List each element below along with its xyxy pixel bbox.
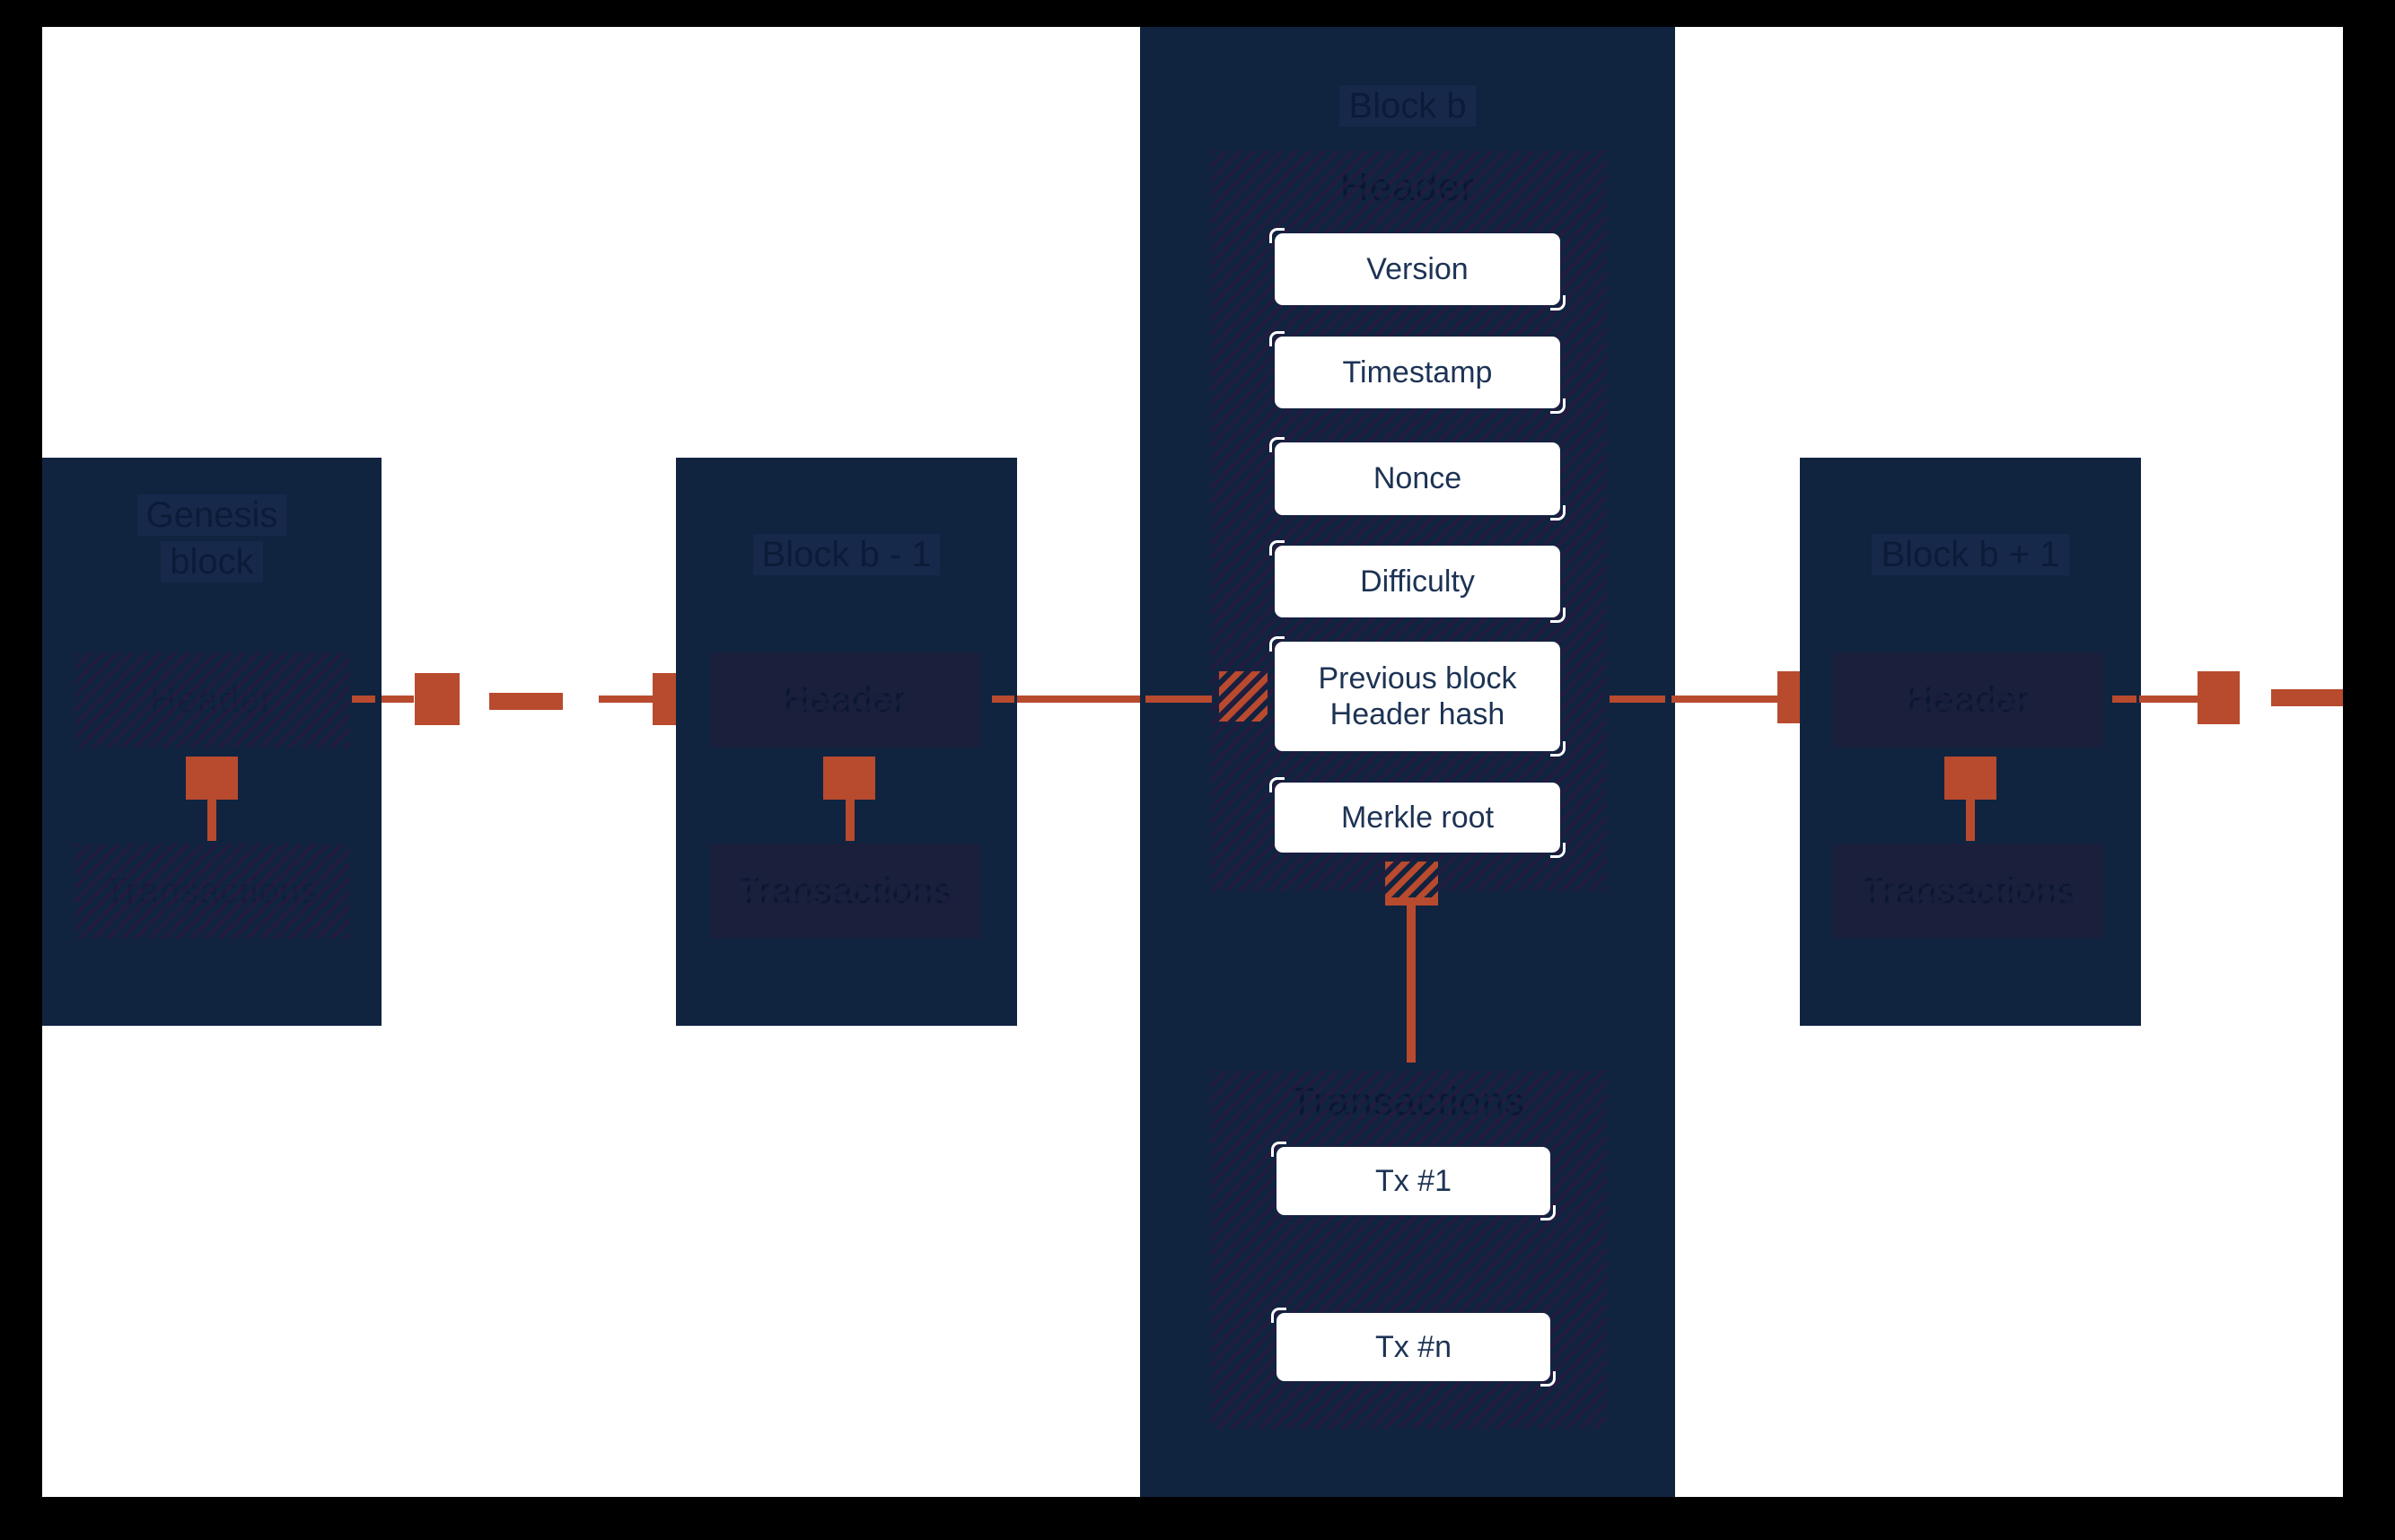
block-b-plus-1-title-text: Block b + 1 (1872, 534, 2069, 575)
link1-dash (352, 696, 375, 703)
link2-dash (992, 696, 1014, 703)
genesis-up-arrow-stem (207, 800, 216, 841)
field-prev-hash-line2: Header hash (1329, 697, 1505, 731)
block-b-plus-1-transactions: Transactions (1833, 844, 2104, 939)
block-b-minus-1-title-text: Block b - 1 (752, 534, 941, 575)
block-b-minus-1-title: Block b - 1 (676, 531, 1017, 578)
field-difficulty-label: Difficulty (1360, 564, 1475, 599)
field-nonce-label: Nonce (1373, 461, 1462, 496)
block-b-title-text: Block b (1339, 85, 1476, 127)
link4-thick-dash (2271, 689, 2343, 706)
link3-line (1671, 696, 1777, 703)
link1-head-outer (653, 673, 677, 725)
genesis-title: Genesis block (42, 492, 382, 585)
link3-head-outer (1777, 671, 1800, 723)
block-b-plus-1-header: Header (1833, 652, 2104, 748)
block-b-minus-1-up-arrow-head-icon (823, 757, 875, 800)
genesis-header-band: Header (75, 652, 349, 748)
tx-last-label: Tx #n (1374, 1329, 1452, 1364)
block-b-minus-1-up-arrow-stem (846, 800, 855, 841)
block-b-minus-1-header-label: Header (783, 679, 908, 720)
link4-line (2139, 696, 2198, 703)
genesis-transactions-label: Transactions (104, 871, 320, 911)
field-prev-hash-line1: Previous block (1318, 661, 1517, 696)
field-timestamp-label: Timestamp (1342, 354, 1493, 389)
tx-first-box: Tx #1 (1271, 1142, 1556, 1221)
link3-dash (1610, 696, 1665, 703)
link1-line2 (599, 696, 653, 703)
field-difficulty: Difficulty (1269, 540, 1566, 623)
tx-first-label: Tx #1 (1374, 1163, 1452, 1198)
link4-dash (2112, 696, 2136, 703)
link2-arrow-head-icon (1219, 671, 1268, 722)
merkle-arrow-head-bar (1385, 897, 1438, 906)
block-b-minus-1-transactions-label: Transactions (737, 871, 953, 911)
link2-line (1017, 696, 1140, 703)
field-merkle-root-label: Merkle root (1340, 800, 1495, 835)
link4-arrow-head-icon (2198, 671, 2240, 724)
field-version: Version (1269, 228, 1566, 311)
genesis-header-label: Header (150, 679, 274, 720)
tx-last-box: Tx #n (1271, 1308, 1556, 1387)
genesis-up-arrow-head-icon (186, 757, 238, 800)
block-b-header-label: Header (1140, 165, 1675, 210)
block-b-plus-1-transactions-label: Transactions (1861, 871, 2076, 911)
field-timestamp: Timestamp (1269, 331, 1566, 414)
link2-line2 (1145, 696, 1212, 703)
link1-thick-dash (489, 693, 563, 710)
field-prev-block-hash: Previous block Header hash (1269, 636, 1566, 757)
block-b-plus-1-title: Block b + 1 (1800, 531, 2141, 578)
merkle-arrow-stem (1407, 906, 1416, 1063)
block-b-title: Block b (1140, 83, 1675, 129)
block-b-minus-1-transactions: Transactions (710, 844, 980, 939)
link1-line (382, 696, 414, 703)
field-merkle-root: Merkle root (1269, 777, 1566, 858)
genesis-transactions-band: Transactions (75, 844, 349, 939)
merkle-arrow-head-icon (1385, 862, 1438, 899)
block-b-plus-1-up-arrow-stem (1966, 800, 1975, 841)
block-b-plus-1-up-arrow-head-icon (1944, 757, 1996, 800)
genesis-title-line2: block (161, 541, 263, 582)
block-b-transactions-label: Transactions (1140, 1080, 1675, 1124)
field-version-label: Version (1366, 251, 1469, 286)
field-nonce: Nonce (1269, 437, 1566, 521)
genesis-title-line1: Genesis (136, 494, 287, 536)
block-b-minus-1-header: Header (710, 652, 980, 748)
link1-arrow-head-icon (415, 673, 460, 725)
block-b-plus-1-header-label: Header (1907, 679, 2031, 720)
